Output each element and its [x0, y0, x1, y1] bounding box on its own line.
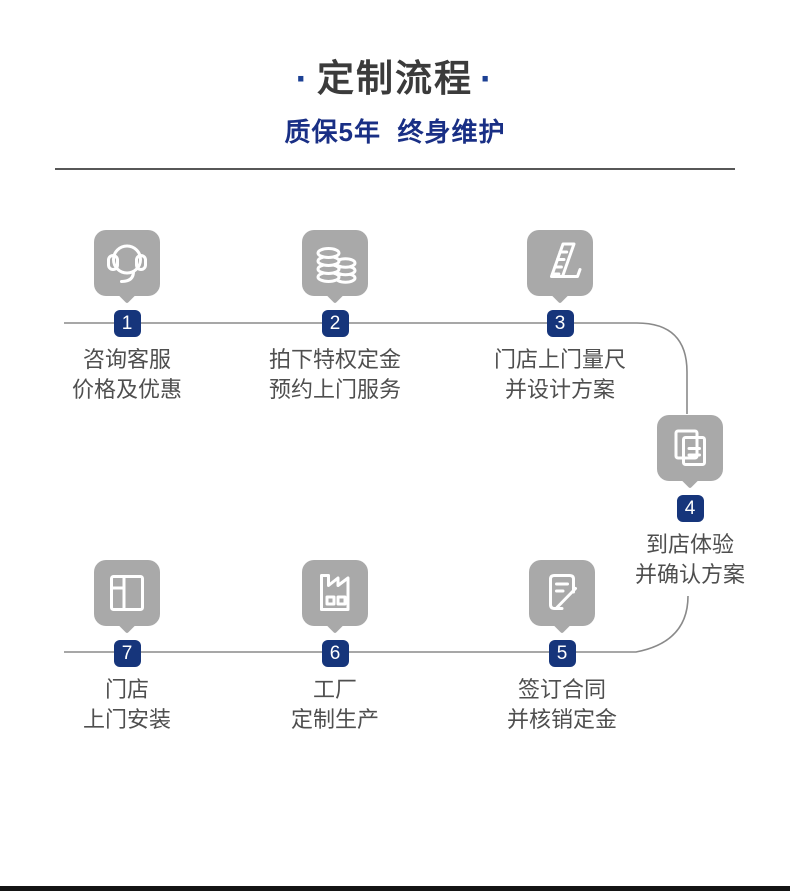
- step-1-label: 咨询客服 价格及优惠: [17, 345, 237, 405]
- step-2: 2 拍下特权定金 预约上门服务: [225, 230, 445, 405]
- step-3-label-line2: 并设计方案: [504, 377, 615, 402]
- step-3-label-line1: 门店上门量尺: [493, 347, 626, 372]
- step-3-icon-bubble: [527, 230, 593, 296]
- step-7-label-line1: 门店: [104, 677, 149, 702]
- flow-path-bottom: [64, 595, 689, 653]
- warranty-subtitle: 质保5年 终身维护: [284, 117, 506, 147]
- step-7-icon-bubble: [94, 560, 160, 626]
- step-6-label-line1: 工厂: [312, 677, 357, 702]
- step-7-number-badge: 7: [113, 640, 141, 667]
- step-7-label: 门店 上门安装: [17, 675, 237, 735]
- step-1-label-line2: 价格及优惠: [71, 377, 182, 402]
- step-6: 6 工厂 定制生产: [225, 560, 445, 735]
- title-left-dot-icon: ·: [295, 58, 310, 99]
- step-4-label-line1: 到店体验: [645, 532, 734, 557]
- step-5-label-line1: 签订合同: [517, 677, 606, 702]
- flow-path-top: [64, 322, 688, 414]
- step-1-icon-bubble: [94, 230, 160, 296]
- step-5-label: 签订合同 并核销定金: [452, 675, 672, 735]
- step-7-label-line2: 上门安装: [82, 707, 171, 732]
- page-title-text: 定制流程: [317, 58, 473, 99]
- step-5-label-line2: 并核销定金: [506, 707, 617, 732]
- step-2-label-line1: 拍下特权定金: [268, 347, 401, 372]
- step-4-label: 到店体验 并确认方案: [580, 530, 790, 590]
- step-2-icon-bubble: [302, 230, 368, 296]
- cabinet-icon: [110, 575, 144, 611]
- ruler-icon: [550, 242, 582, 278]
- step-6-label: 工厂 定制生产: [225, 675, 445, 735]
- step-4-icon-bubble: [657, 415, 723, 481]
- step-7: 7 门店 上门安装: [17, 560, 237, 735]
- factory-icon: [320, 574, 350, 611]
- step-5-number-badge: 5: [548, 640, 576, 667]
- step-1-label-line1: 咨询客服: [82, 347, 171, 372]
- step-3-label: 门店上门量尺 并设计方案: [450, 345, 670, 405]
- step-3: 3 门店上门量尺 并设计方案: [450, 230, 670, 405]
- documents-icon: [674, 429, 706, 466]
- step-4: 4 到店体验 并确认方案: [580, 415, 790, 590]
- step-6-number-badge: 6: [321, 640, 349, 667]
- step-5: 5 签订合同 并核销定金: [452, 560, 672, 735]
- step-6-icon-bubble: [302, 560, 368, 626]
- step-2-label: 拍下特权定金 预约上门服务: [225, 345, 445, 405]
- top-divider-line: [55, 168, 735, 170]
- step-1: 1 咨询客服 价格及优惠: [17, 230, 237, 405]
- bottom-divider-bar: [0, 886, 790, 891]
- contract-pen-icon: [549, 574, 577, 610]
- title-right-dot-icon: ·: [480, 58, 495, 99]
- step-2-label-line2: 预约上门服务: [268, 377, 401, 402]
- step-6-label-line2: 定制生产: [290, 707, 379, 732]
- step-4-number-badge: 4: [676, 495, 704, 522]
- step-5-icon-bubble: [529, 560, 595, 626]
- step-3-number-badge: 3: [546, 310, 574, 337]
- step-1-number-badge: 1: [113, 310, 141, 337]
- page-title: ·定制流程·: [0, 48, 790, 102]
- headset-icon: [107, 244, 147, 283]
- step-2-number-badge: 2: [321, 310, 349, 337]
- step-4-label-line2: 并确认方案: [634, 562, 745, 587]
- coins-icon: [316, 247, 357, 284]
